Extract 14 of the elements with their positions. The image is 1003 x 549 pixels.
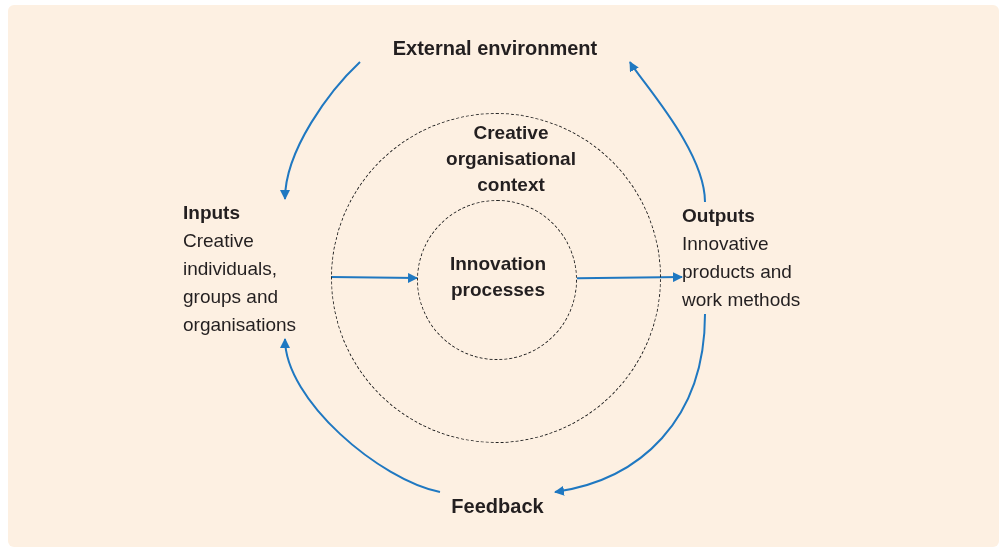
arrow [280,61,361,200]
arrow [281,338,441,493]
body-text: Creative individuals, groups and organisations [183,229,298,337]
arrow [330,272,418,283]
arrow [629,61,706,203]
circle-label: Innovation processes [448,252,548,302]
arrow [554,313,706,496]
heading-text: External environment [360,34,630,62]
heading-text: Outputs [682,204,756,228]
arrow [576,272,683,283]
heading-text: Feedback [440,492,555,520]
heading-text: Inputs [183,201,241,225]
body-text: Innovative products and work methods [682,232,802,312]
circle-label: Creative organisational context [445,121,577,197]
